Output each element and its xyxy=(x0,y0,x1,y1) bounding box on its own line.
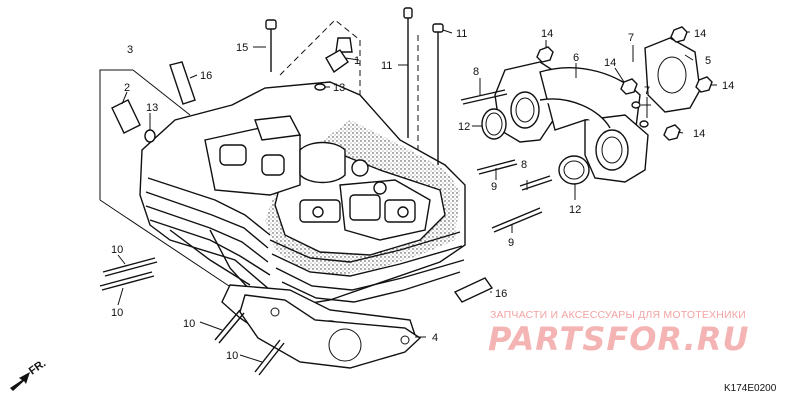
callout-14b: 14 xyxy=(694,28,706,40)
callout-3: 3 xyxy=(127,44,133,56)
callout-5: 5 xyxy=(705,55,711,67)
callout-12b: 12 xyxy=(569,204,581,216)
insulator-plate xyxy=(644,37,701,113)
callout-8b: 8 xyxy=(521,159,527,171)
leader-lines xyxy=(117,29,717,363)
watermark: ЗАПЧАСТИ И АКСЕССУАРЫ ДЛЯ МОТОТЕХНИКИ PA… xyxy=(488,309,749,358)
callout-16a: 16 xyxy=(200,70,212,82)
callout-14c: 14 xyxy=(604,57,616,69)
callout-15: 15 xyxy=(236,42,248,54)
callout-14a: 14 xyxy=(541,28,553,40)
front-direction-indicator: FR. xyxy=(10,357,48,391)
callout-11b: 11 xyxy=(456,28,467,40)
callout-10a: 10 xyxy=(111,244,123,256)
callout-6: 6 xyxy=(573,52,579,64)
callout-13a: 13 xyxy=(333,82,345,94)
callout-7b: 7 xyxy=(644,85,650,97)
arrow-icon xyxy=(10,372,30,391)
o-rings xyxy=(481,108,590,185)
nuts xyxy=(536,26,713,141)
callout-7a: 7 xyxy=(628,32,634,44)
small-fittings xyxy=(111,37,494,303)
callout-10b: 10 xyxy=(111,307,123,319)
callout-16b: 16 xyxy=(495,288,507,300)
head-gasket xyxy=(239,294,422,369)
callout-14e: 14 xyxy=(693,128,705,140)
callout-10d: 10 xyxy=(226,350,238,362)
bolt-15 xyxy=(265,19,277,72)
callout-2: 2 xyxy=(124,82,130,94)
studs xyxy=(460,89,553,233)
watermark-tagline: ЗАПЧАСТИ И АКСЕССУАРЫ ДЛЯ МОТОТЕХНИКИ xyxy=(490,309,746,321)
callout-13b: 13 xyxy=(146,102,158,114)
diagram-code: K174E0200 xyxy=(724,383,777,394)
callout-14d: 14 xyxy=(722,80,734,92)
callout-12a: 12 xyxy=(458,121,470,133)
callout-1: 1 xyxy=(354,55,360,67)
callout-labels: 1 2 3 4 5 6 7 7 8 8 9 9 10 10 10 10 11 1… xyxy=(111,28,734,362)
callout-8a: 8 xyxy=(473,66,479,78)
callout-4: 4 xyxy=(432,332,438,344)
long-studs xyxy=(99,257,285,376)
direction-label: FR. xyxy=(27,357,48,377)
intake-manifold xyxy=(494,61,649,183)
callout-9a: 9 xyxy=(491,181,497,193)
long-bolts xyxy=(403,7,444,165)
callout-9b: 9 xyxy=(508,237,514,249)
callout-10c: 10 xyxy=(183,318,195,330)
callout-11a: 11 xyxy=(381,60,392,72)
watermark-brand: PARTSFOR.RU xyxy=(488,320,749,358)
cooling-fins xyxy=(145,177,465,303)
